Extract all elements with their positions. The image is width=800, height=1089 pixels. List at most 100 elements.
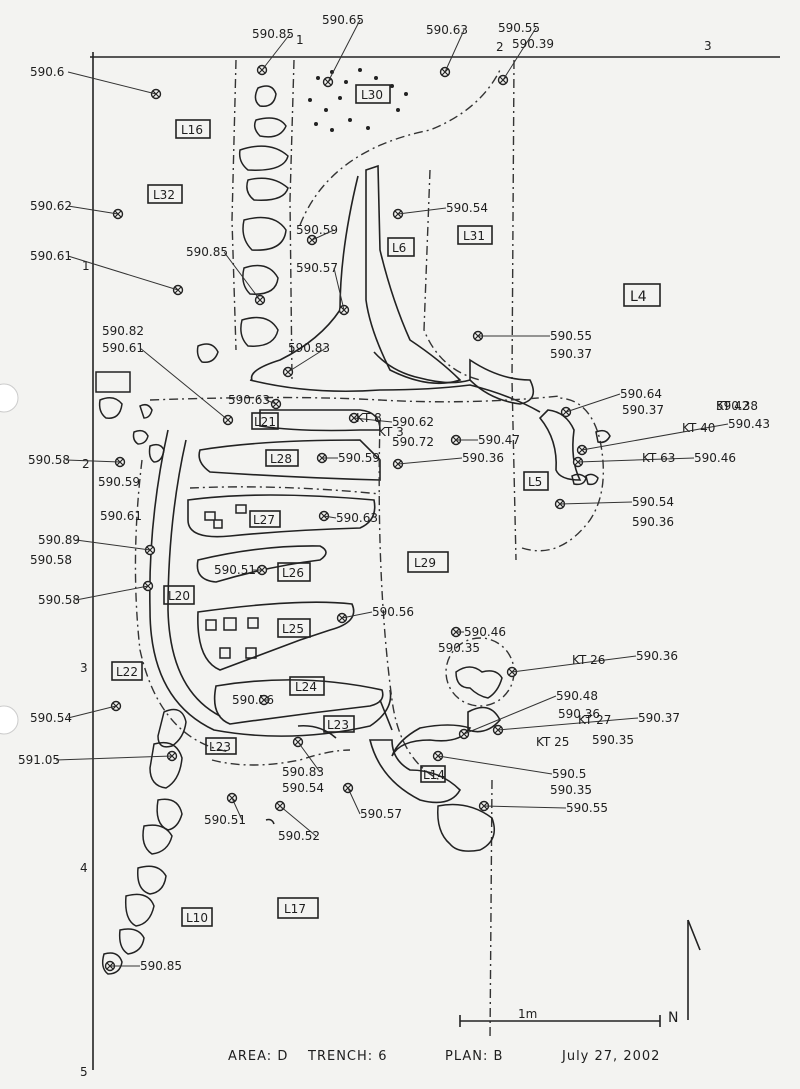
locus-box: L29 — [407, 551, 449, 573]
elevation-label: 590.85 — [252, 27, 294, 41]
locus-box: L14 — [420, 765, 446, 783]
elevation-label: 590.36 — [558, 707, 600, 721]
elevation-label: 590.62 — [392, 415, 434, 429]
svg-text:L23: L23 — [209, 740, 231, 754]
locus-l14 — [368, 724, 495, 852]
kt-label: KT 25 — [536, 735, 569, 749]
locus-box: L32 — [147, 184, 183, 204]
locus-l31-boundary — [299, 59, 517, 561]
locus-box: L4 — [623, 283, 661, 307]
elevation-label: 590.61 — [102, 341, 144, 355]
kt-label: KT 63 — [642, 451, 675, 465]
kt-label: KT 42 — [716, 399, 749, 413]
elevation-label: 590.52 — [278, 829, 320, 843]
elevation-marker — [450, 626, 464, 638]
elevation-label: 590.35 — [550, 783, 592, 797]
locus-box: L30 — [355, 84, 391, 104]
elevation-marker — [65, 456, 126, 468]
elevation-label: 590.56 — [372, 605, 414, 619]
elevation-label: 590.59 — [98, 475, 140, 489]
grid-label: 5 — [80, 1065, 88, 1079]
locus-box: L28 — [265, 449, 299, 467]
grid-label: 2 — [496, 40, 504, 54]
elevation-marker — [576, 423, 729, 456]
elevation-marker — [392, 457, 463, 470]
kt-label: KT 8 — [356, 411, 382, 425]
elevation-marker — [55, 750, 178, 762]
grid-label: 1 — [82, 259, 90, 273]
elevation-marker — [282, 347, 327, 378]
locus-box: L6 — [387, 237, 415, 257]
elevation-marker — [392, 207, 447, 220]
elevation-label: 590.37 — [638, 711, 680, 725]
locus-box: L31 — [457, 225, 493, 245]
small-stones — [95, 371, 275, 825]
elevation-label: 590.39 — [512, 37, 554, 51]
svg-text:L6: L6 — [392, 241, 406, 255]
elevation-label: 590.62 — [30, 199, 72, 213]
grid-label: 2 — [82, 457, 90, 471]
locus-box: L10 — [181, 907, 213, 927]
elevation-label: 590.54 — [632, 495, 674, 509]
elevation-marker — [223, 251, 266, 306]
svg-text:L31: L31 — [463, 229, 485, 243]
elevation-marker — [139, 347, 234, 426]
elevation-label: 590.55 — [566, 801, 608, 815]
elevation-label: 590.57 — [360, 807, 402, 821]
elevation-label: 590.65 — [322, 13, 364, 27]
svg-text:L16: L16 — [181, 123, 203, 137]
svg-text:L32: L32 — [153, 188, 175, 202]
locus-box: L20 — [163, 585, 195, 605]
elevation-marker — [258, 694, 270, 706]
grid-label: 4 — [80, 861, 88, 875]
svg-text:L20: L20 — [168, 589, 190, 603]
svg-text:L5: L5 — [528, 475, 542, 489]
grid-frame — [90, 52, 780, 1070]
elevation-label: 590.59 — [338, 451, 380, 465]
svg-text:L22: L22 — [116, 665, 138, 679]
svg-text:L24: L24 — [295, 680, 317, 694]
elevation-label: 590.63 — [228, 393, 270, 407]
bench-l25 — [197, 601, 355, 671]
elevation-label: 590.51 — [204, 813, 246, 827]
elevation-label: 591.05 — [18, 753, 60, 767]
bench-l26 — [196, 545, 327, 583]
elevation-marker — [67, 71, 162, 100]
elevation-marker — [104, 960, 140, 972]
elevation-marker — [572, 456, 695, 468]
svg-text:L4: L4 — [630, 289, 647, 305]
elevation-label: 590.83 — [288, 341, 330, 355]
locus-box: L5 — [523, 471, 549, 491]
elevation-marker — [75, 580, 154, 601]
grid-label: 3 — [80, 661, 88, 675]
elevation-label: 590.58 — [30, 553, 72, 567]
elevation-marker — [333, 267, 350, 316]
elevation-marker — [306, 229, 335, 246]
grid-label: 3 — [704, 39, 712, 53]
elevation-label: 590.63 — [426, 23, 468, 37]
elevation-label: 590.46 — [464, 625, 506, 639]
locus-box: L27 — [249, 510, 281, 528]
binder-hole — [0, 705, 19, 735]
svg-text:L17: L17 — [284, 902, 306, 916]
kt-label: KT 27 — [578, 713, 611, 727]
kt-label: KT 3 — [378, 425, 404, 439]
locus-box: L16 — [175, 119, 211, 139]
elevation-marker — [67, 255, 184, 296]
elevation-label: 590.89 — [38, 533, 80, 547]
locus-box: L23 — [323, 715, 355, 733]
elevation-marker — [439, 29, 465, 78]
svg-text:L21: L21 — [254, 415, 276, 429]
elevation-label: 590.83 — [282, 765, 324, 779]
wall-l16 — [196, 59, 295, 381]
binder-hole — [0, 383, 19, 413]
elevation-label: 590.85 — [140, 959, 182, 973]
elevation-marker — [450, 434, 478, 446]
svg-text:L28: L28 — [270, 452, 292, 466]
north-label: N — [668, 1010, 678, 1026]
elevation-marker — [252, 564, 268, 576]
grid-label: 1 — [296, 33, 304, 47]
